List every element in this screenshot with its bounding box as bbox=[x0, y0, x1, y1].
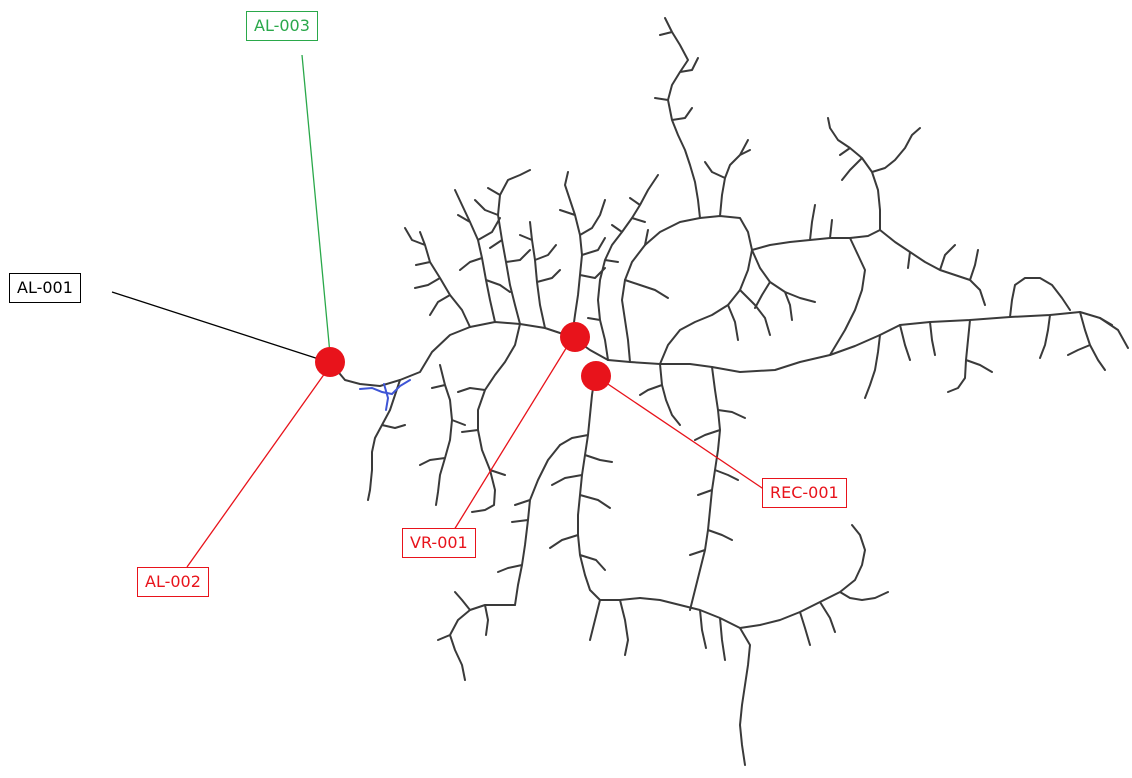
branch-s-4 bbox=[739, 524, 889, 646]
marker-vr-001[interactable] bbox=[560, 322, 590, 352]
branch-ne-1 bbox=[654, 17, 701, 219]
label-rec-001[interactable]: REC-001 bbox=[762, 478, 847, 508]
label-al-002[interactable]: AL-002 bbox=[137, 567, 209, 597]
branch-nw-1 bbox=[404, 227, 471, 328]
leader-lines bbox=[111, 54, 769, 568]
branch-s-2 bbox=[589, 597, 751, 766]
leader-al-003 bbox=[301, 54, 331, 355]
branch-n-1 bbox=[519, 221, 561, 329]
branch-ne-2 bbox=[704, 139, 751, 217]
branch-feeder-w bbox=[367, 379, 406, 501]
branch-s-1 bbox=[549, 374, 641, 601]
branch-w-1 bbox=[419, 364, 466, 506]
label-al-002-text: AL-002 bbox=[145, 572, 201, 591]
leader-al-002 bbox=[186, 365, 331, 568]
label-al-001-text: AL-001 bbox=[17, 278, 73, 297]
leader-vr-001 bbox=[453, 336, 574, 531]
branch-w-2 bbox=[457, 323, 521, 513]
branch-nw-2 bbox=[454, 189, 511, 323]
branch-e-1 bbox=[879, 229, 986, 306]
branch-s-3 bbox=[689, 366, 746, 611]
branch-ne-3 bbox=[827, 117, 921, 231]
label-vr-001[interactable]: VR-001 bbox=[402, 528, 476, 558]
feeder-highlight bbox=[359, 379, 411, 411]
branch-n-2 bbox=[559, 171, 606, 338]
leader-rec-001 bbox=[595, 375, 769, 493]
branch-sw-1 bbox=[497, 444, 561, 606]
label-vr-001-text: VR-001 bbox=[410, 533, 468, 552]
branch-c-1 bbox=[639, 363, 681, 426]
marker-rec-001[interactable] bbox=[581, 361, 611, 391]
distribution-network bbox=[329, 17, 1129, 766]
trunk-line bbox=[329, 311, 1129, 387]
branch-e-3 bbox=[1009, 277, 1113, 371]
loop-1 bbox=[621, 215, 753, 365]
device-markers bbox=[315, 322, 611, 391]
loop-2 bbox=[751, 204, 881, 356]
branch-sw-2 bbox=[437, 591, 516, 681]
branch-e-2 bbox=[864, 319, 993, 399]
feeder-spur bbox=[383, 383, 390, 411]
marker-al-001[interactable] bbox=[315, 347, 345, 377]
branch-c-4 bbox=[727, 289, 771, 341]
label-rec-001-text: REC-001 bbox=[770, 483, 839, 502]
branch-c-3 bbox=[624, 229, 669, 299]
branch-c-2 bbox=[751, 249, 816, 321]
leader-al-001 bbox=[111, 291, 329, 363]
branch-n-3 bbox=[587, 174, 659, 361]
label-al-003[interactable]: AL-003 bbox=[246, 11, 318, 41]
label-al-001[interactable]: AL-001 bbox=[9, 273, 81, 303]
branch-nw-3 bbox=[474, 169, 531, 325]
label-al-003-text: AL-003 bbox=[254, 16, 310, 35]
